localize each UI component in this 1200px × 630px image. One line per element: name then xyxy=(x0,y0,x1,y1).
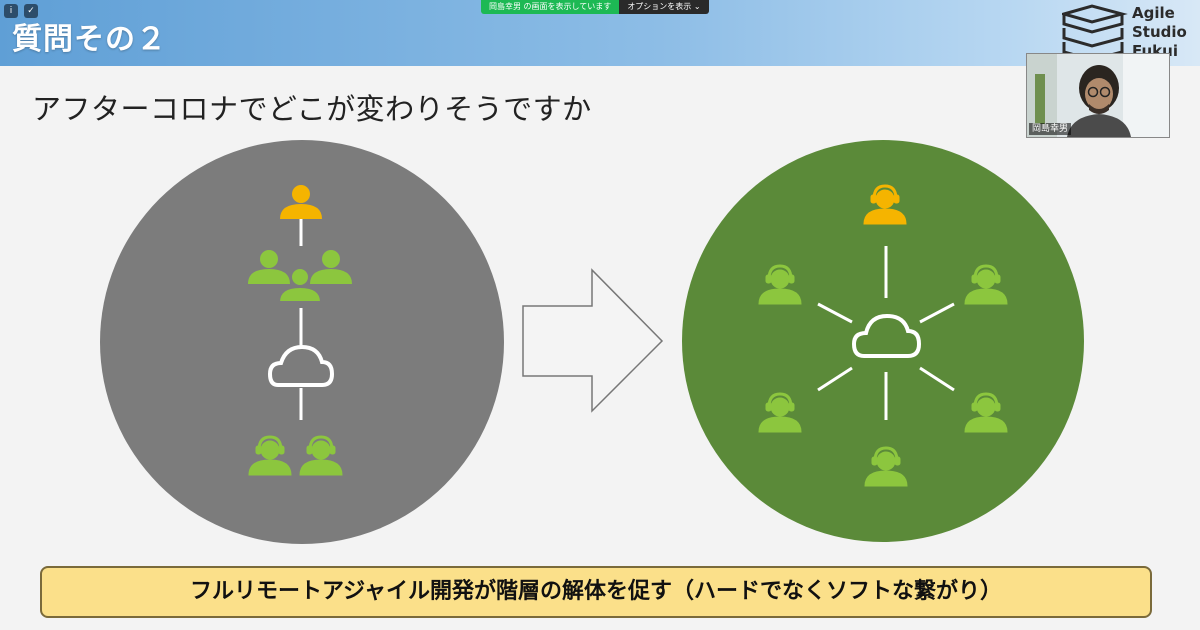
network-connectors xyxy=(817,246,955,420)
headset-person-icon xyxy=(247,435,293,477)
cloud-icon xyxy=(267,344,335,387)
logo-line-1: Agile xyxy=(1132,4,1175,22)
logo-text: Agile Studio Fukui xyxy=(1132,4,1187,61)
cloud-icon xyxy=(851,313,922,358)
webcam-scene xyxy=(1027,54,1169,137)
right-arrow-icon xyxy=(522,268,664,413)
manager-headset-icon xyxy=(862,184,908,226)
info-icon[interactable]: i xyxy=(4,4,18,18)
team-member-icon xyxy=(310,250,352,284)
team-member-icon xyxy=(248,250,290,284)
slide-question: アフターコロナでどこが変わりそうですか xyxy=(32,92,592,126)
participant-name-label: 岡島幸男 xyxy=(1029,123,1072,135)
headset-person-icon xyxy=(863,446,909,488)
headset-person-icon xyxy=(757,392,803,434)
summary-banner: フルリモートアジャイル開発が階層の解体を促す（ハードでなくソフトな繋がり） xyxy=(40,566,1152,618)
logo-line-2: Studio xyxy=(1132,23,1187,41)
slide-title: 質問その２ xyxy=(12,22,167,57)
participant-video[interactable]: 岡島幸男 xyxy=(1026,53,1170,138)
team-icon xyxy=(248,250,352,303)
manager-person-icon xyxy=(280,185,322,219)
team-member-icon xyxy=(278,267,322,303)
shield-icon[interactable]: ✓ xyxy=(24,4,38,18)
screen-share-bar: 岡島幸男 の画面を表示しています オプションを表示 ⌄ xyxy=(481,0,709,14)
headset-person-icon xyxy=(963,264,1009,306)
agile-studio-logo xyxy=(1062,4,1128,60)
headset-person-icon xyxy=(757,264,803,306)
headset-person-icon xyxy=(963,392,1009,434)
screen-share-status: 岡島幸男 の画面を表示しています xyxy=(481,0,620,14)
headset-person-icon xyxy=(298,435,344,477)
view-options-button[interactable]: オプションを表示 ⌄ xyxy=(619,0,709,14)
